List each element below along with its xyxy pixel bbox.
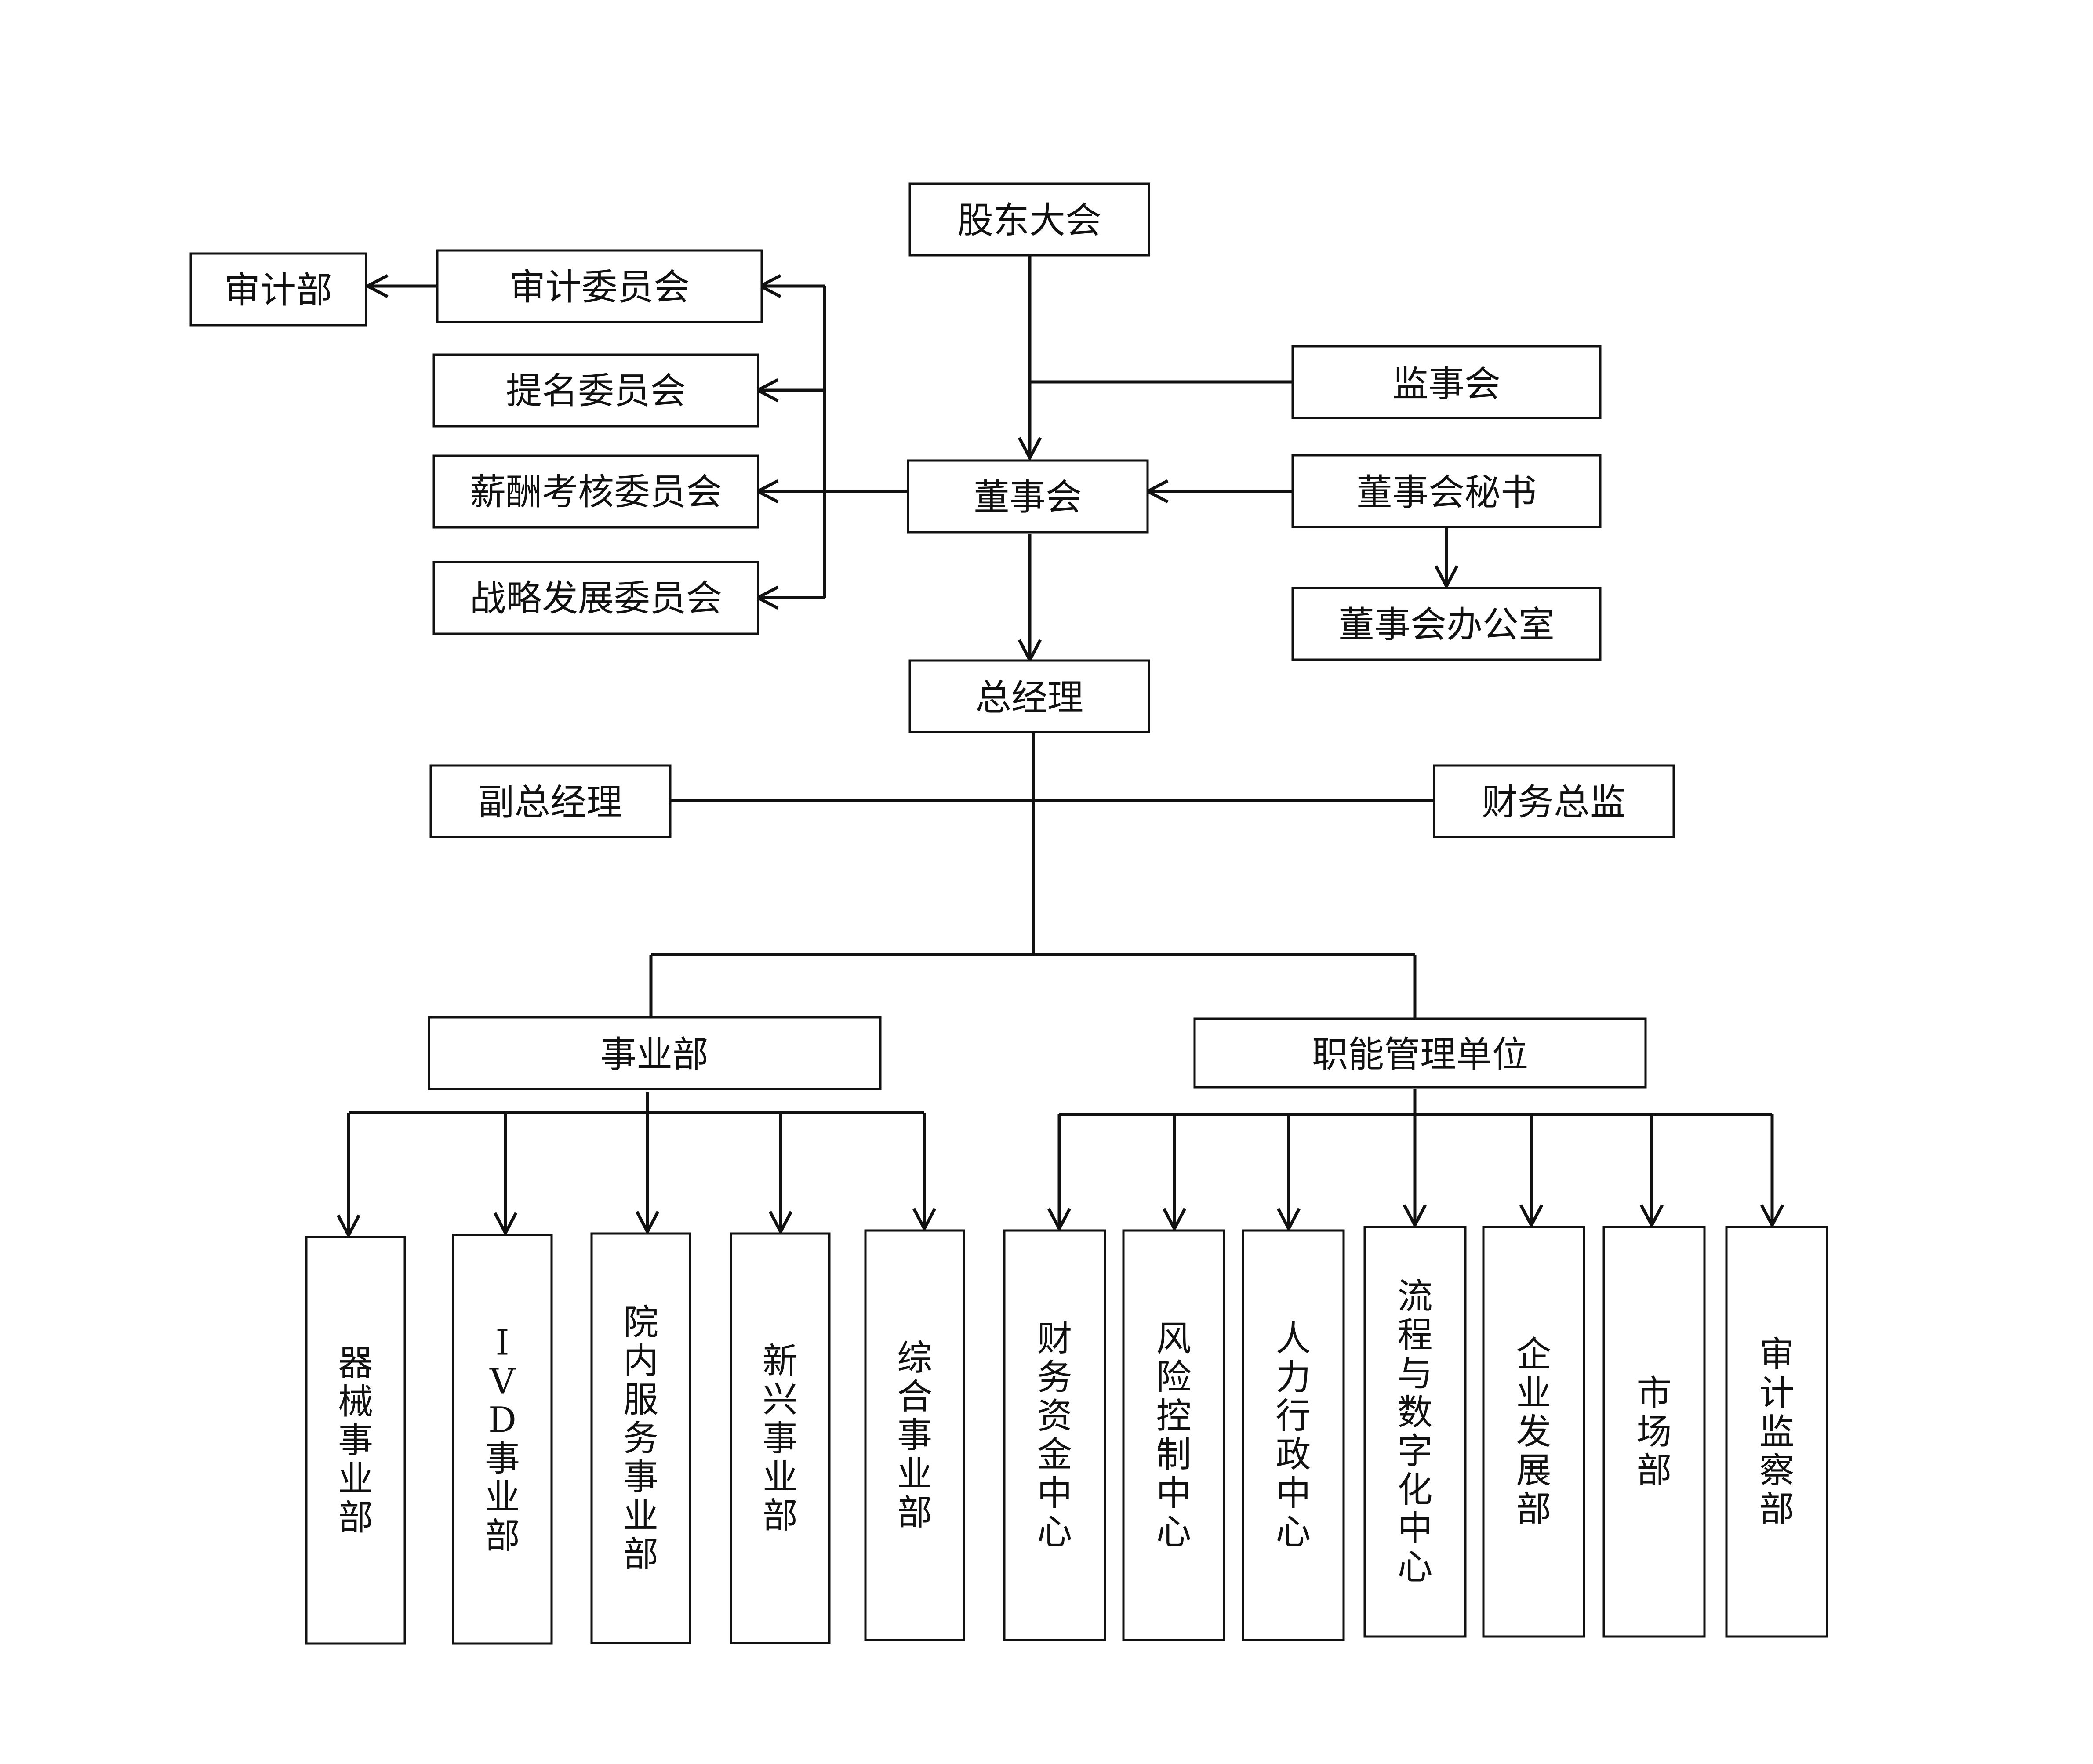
node-cfo: 财务总监 bbox=[1433, 764, 1675, 838]
strategy-committee-label: 战略发展委员会 bbox=[470, 578, 722, 620]
functional-dept-label: 风险控制中心 bbox=[1156, 1318, 1192, 1553]
board-secretary-label: 董事会秘书 bbox=[1356, 472, 1537, 514]
functional-dept-label: 审计监察部 bbox=[1759, 1334, 1795, 1530]
node-strategy-committee: 战略发展委员会 bbox=[432, 561, 759, 635]
functional-dept-7: 审计监察部 bbox=[1725, 1114, 1828, 1638]
business-unit-box bbox=[590, 1232, 691, 1644]
node-general-manager: 总经理 bbox=[908, 659, 1150, 733]
node-board: 董事会 bbox=[907, 459, 1149, 534]
functional-dept-2: 风险控制中心 bbox=[1122, 1114, 1225, 1641]
business-unit-label: 综合事业部 bbox=[897, 1338, 932, 1533]
node-deputy-gm: 副总经理 bbox=[429, 764, 672, 838]
functional-dept-label: 人力行政中心 bbox=[1276, 1318, 1311, 1553]
functional-dept-6: 市场部 bbox=[1602, 1114, 1706, 1638]
supervisory-board-label: 监事会 bbox=[1392, 363, 1501, 405]
audit-dept-label: 审计部 bbox=[224, 270, 332, 312]
functional-dept-label: 流程与数字化中心 bbox=[1398, 1276, 1433, 1588]
nomination-committee-label: 提名委员会 bbox=[506, 370, 686, 412]
business-unit-box bbox=[730, 1232, 831, 1644]
business-unit-box bbox=[864, 1229, 965, 1641]
node-board-office: 董事会办公室 bbox=[1291, 587, 1602, 661]
functional-dept-4: 流程与数字化中心 bbox=[1363, 1114, 1467, 1638]
business-unit-label: 院内服务事业部 bbox=[623, 1302, 658, 1575]
node-supervisory-board: 监事会 bbox=[1291, 345, 1602, 419]
functional-units-label: 职能管理单位 bbox=[1312, 1034, 1528, 1076]
node-audit-dept: 审计部 bbox=[189, 252, 367, 327]
functional-dept-label: 企业发展部 bbox=[1516, 1334, 1552, 1530]
node-audit-committee: 审计委员会 bbox=[436, 249, 763, 323]
functional-dept-box bbox=[1003, 1229, 1106, 1641]
functional-dept-box bbox=[1242, 1229, 1345, 1641]
functional-dept-box bbox=[1602, 1226, 1706, 1638]
business-unit-1: 器械事业部 bbox=[305, 1113, 406, 1645]
cfo-label: 财务总监 bbox=[1482, 782, 1626, 824]
business-unit-label: 新兴事业部 bbox=[763, 1341, 798, 1536]
business-unit-4: 新兴事业部 bbox=[730, 1113, 831, 1644]
compensation-committee-label: 薪酬考核委员会 bbox=[470, 472, 722, 513]
business-unit-label: 器械事业部 bbox=[338, 1343, 373, 1538]
shareholders-meeting-label: 股东大会 bbox=[957, 200, 1101, 242]
business-unit-3: 院内服务事业部 bbox=[590, 1113, 691, 1644]
audit-committee-label: 审计委员会 bbox=[509, 267, 690, 309]
node-compensation-committee: 薪酬考核委员会 bbox=[432, 454, 759, 529]
functional-dept-label: 财务资金中心 bbox=[1037, 1318, 1072, 1553]
functional-dept-box bbox=[1363, 1226, 1467, 1638]
general-manager-label: 总经理 bbox=[975, 677, 1083, 719]
connectors bbox=[349, 255, 1772, 1116]
functional-dept-5: 企业发展部 bbox=[1482, 1114, 1585, 1638]
functional-dept-box bbox=[1725, 1226, 1828, 1638]
board-label: 董事会 bbox=[974, 477, 1082, 519]
business-unit-box bbox=[305, 1236, 406, 1645]
functional-dept-3: 人力行政中心 bbox=[1242, 1114, 1345, 1641]
functional-dept-label: 市场部 bbox=[1637, 1373, 1672, 1491]
functional-dept-1: 财务资金中心 bbox=[1003, 1114, 1106, 1641]
node-business-division: 事业部 bbox=[428, 1016, 882, 1090]
board-office-label: 董事会办公室 bbox=[1338, 604, 1555, 646]
business-unit-box bbox=[452, 1234, 553, 1645]
functional-dept-box bbox=[1482, 1226, 1585, 1638]
node-board-secretary: 董事会秘书 bbox=[1291, 454, 1602, 528]
node-nomination-committee: 提名委员会 bbox=[432, 353, 759, 428]
node-shareholders-meeting: 股东大会 bbox=[908, 182, 1150, 257]
business-division-label: 事业部 bbox=[600, 1034, 709, 1076]
business-unit-5: 综合事业部 bbox=[864, 1113, 965, 1641]
node-functional-units: 职能管理单位 bbox=[1193, 1017, 1647, 1089]
functional-dept-box bbox=[1122, 1229, 1225, 1641]
deputy-gm-label: 副总经理 bbox=[478, 782, 622, 824]
